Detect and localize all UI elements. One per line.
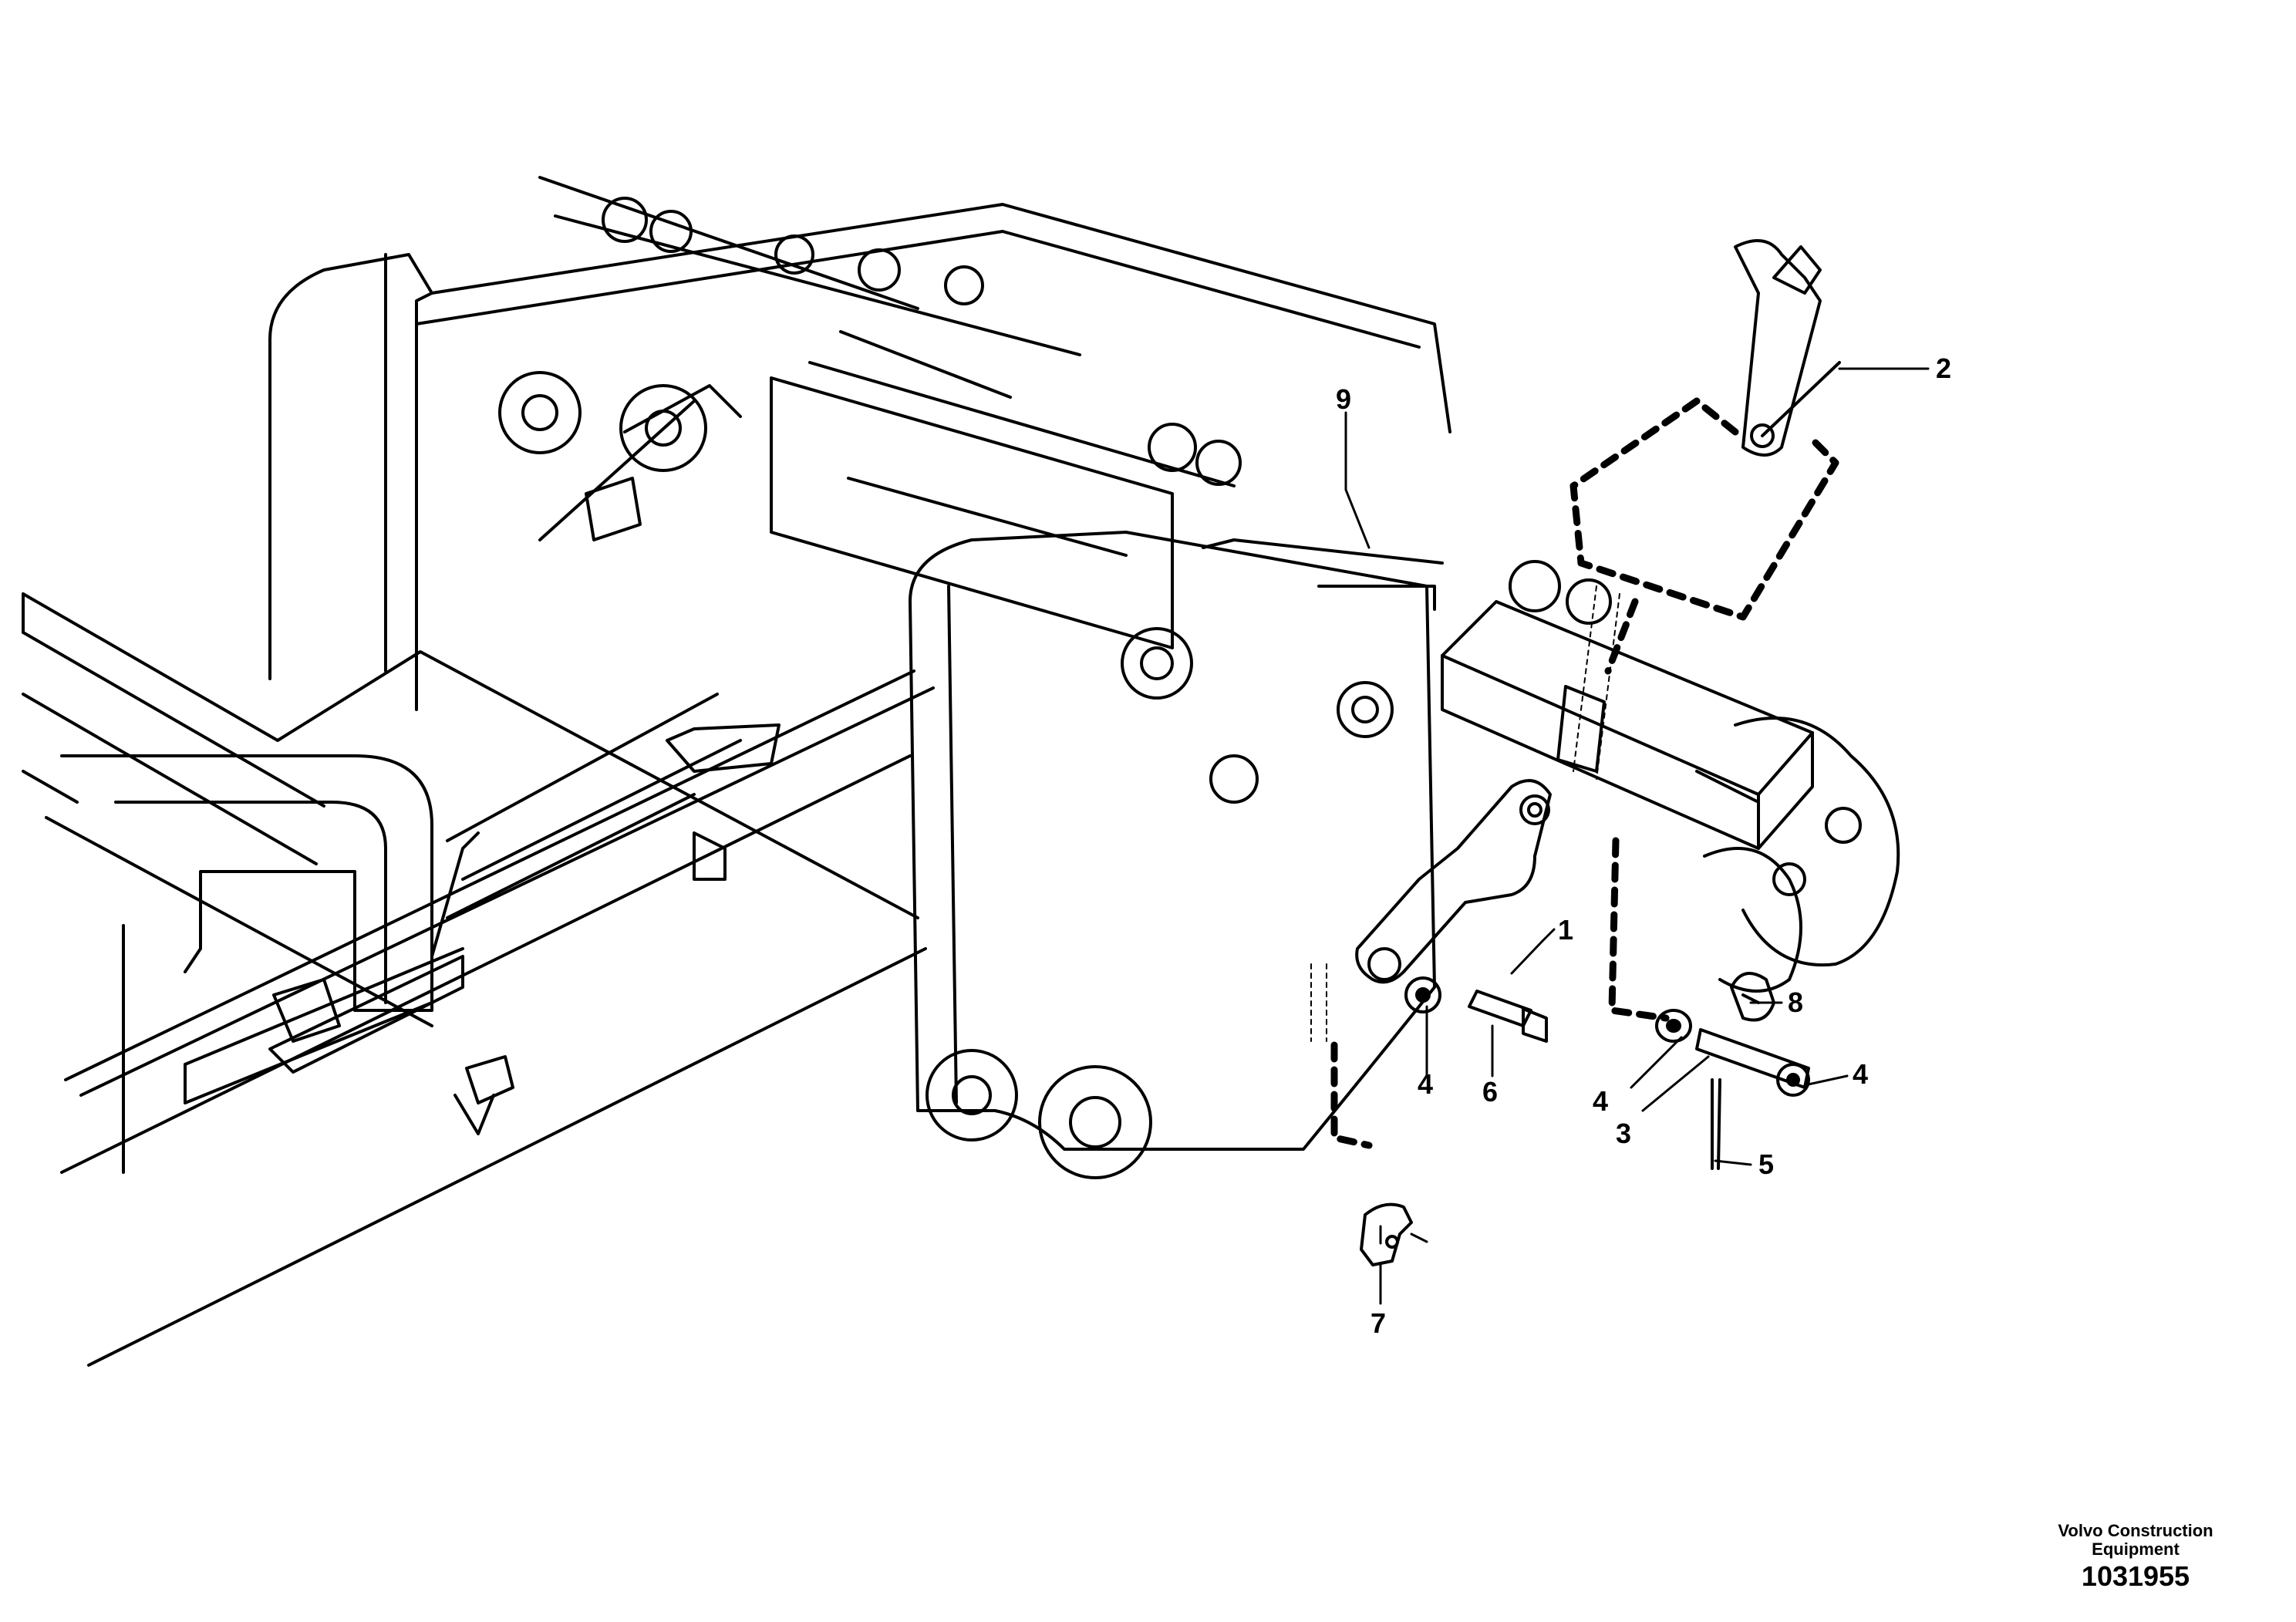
rear-frame xyxy=(268,176,1612,711)
callout-7: 7 xyxy=(1371,1307,1386,1339)
callout-3: 3 xyxy=(1616,1118,1631,1149)
callout-2: 2 xyxy=(1936,352,1951,384)
main-side-plate xyxy=(909,531,1444,1179)
callout-6: 6 xyxy=(1482,1076,1498,1108)
publisher-name-line1: Volvo Construction xyxy=(2058,1521,2213,1540)
document-number: 1031955 xyxy=(2081,1560,2190,1592)
callout-1: 1 xyxy=(1558,914,1573,946)
exploded-guide-lines xyxy=(1330,397,1839,1149)
helper-lines xyxy=(1310,585,1620,1042)
callout-4-left: 4 xyxy=(1418,1068,1433,1100)
part-2-link xyxy=(1734,239,1841,457)
callout-8: 8 xyxy=(1788,986,1803,1018)
callout-4-right: 4 xyxy=(1853,1058,1868,1090)
part-1-lever xyxy=(1355,779,1552,984)
leader-lines xyxy=(1344,367,1930,1305)
cross-box-member xyxy=(1441,600,1900,993)
publisher-footer: Volvo Construction Equipment 1031955 xyxy=(2035,1522,2236,1593)
chassis-frame xyxy=(22,592,935,1367)
callout-9: 9 xyxy=(1336,383,1351,415)
callout-labels: 1 2 3 4 4 4 5 6 7 8 9 xyxy=(1336,352,1951,1339)
callout-4-middle: 4 xyxy=(1593,1085,1608,1117)
publisher-name-line2: Equipment xyxy=(2092,1539,2180,1559)
callout-5: 5 xyxy=(1758,1148,1774,1180)
pin-assembly xyxy=(1360,972,1810,1266)
